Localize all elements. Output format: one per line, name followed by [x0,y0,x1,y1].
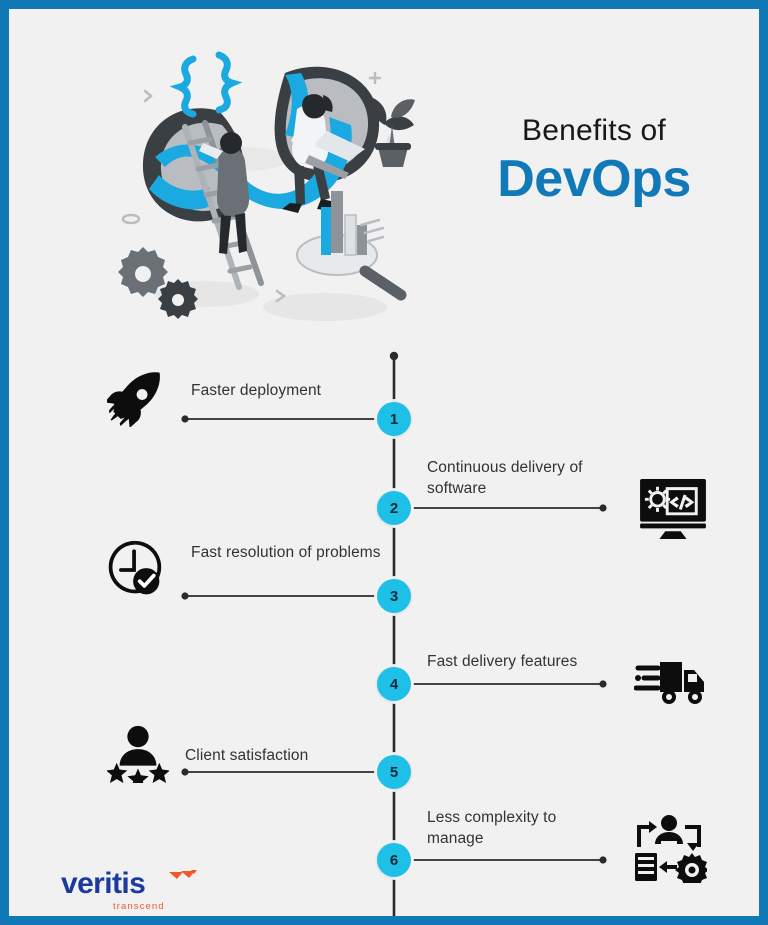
timeline-node-3[interactable]: 3 [377,579,411,613]
benefit-label-4: Fast delivery features [427,653,578,670]
benefit-label-3: Fast resolution of problems [191,544,381,561]
logo-tagline: transcend [113,901,165,912]
benefit-label-6: Less complexity to manage [427,809,557,848]
monitor-code-gear-icon [637,475,709,541]
devops-infinity-isometric-illustration [118,51,415,321]
timeline-node-6[interactable]: 6 [377,843,411,877]
code-brackets-decor [169,51,243,118]
delivery-truck-icon [633,651,709,713]
benefits-timeline: 1 Faster deployment 2 Continuous deliver… [9,339,759,916]
benefit-label-5: Client satisfaction [185,747,309,764]
veritis-logo[interactable]: veritis transcend [61,867,231,916]
rocket-icon [105,367,167,429]
node-number: 2 [389,499,399,517]
timeline-node-5[interactable]: 5 [377,755,411,789]
page-title: Benefits of DevOps [439,114,749,212]
gears-decor [118,247,198,319]
veritis-chevron-mark [169,870,197,879]
person-stars-icon [105,721,171,785]
plant-decor [371,98,415,167]
hero-section: Benefits of DevOps [9,9,759,329]
clock-check-icon [103,537,167,601]
node-number: 3 [389,587,399,605]
node-number: 6 [389,851,399,869]
node-number: 1 [389,410,399,428]
devops-illustration [89,39,419,329]
title-line-2: DevOps [497,150,691,208]
timeline-spine [181,351,607,916]
timeline-node-2[interactable]: 2 [377,491,411,525]
logo-wordmark: veritis [61,867,146,900]
magnifier-chart-decor [296,191,407,301]
benefit-label-2: Continuous delivery of software [427,459,583,498]
node-number: 5 [389,763,399,781]
person-laptop [282,94,365,213]
benefit-label-1: Faster deployment [191,382,322,399]
timeline-node-1[interactable]: 1 [377,402,411,436]
person-climbing [199,132,250,254]
node-number: 4 [389,675,399,693]
timeline-node-4[interactable]: 4 [377,667,411,701]
devops-cycle-icon [629,809,709,885]
title-line-1: Benefits of [522,114,666,147]
